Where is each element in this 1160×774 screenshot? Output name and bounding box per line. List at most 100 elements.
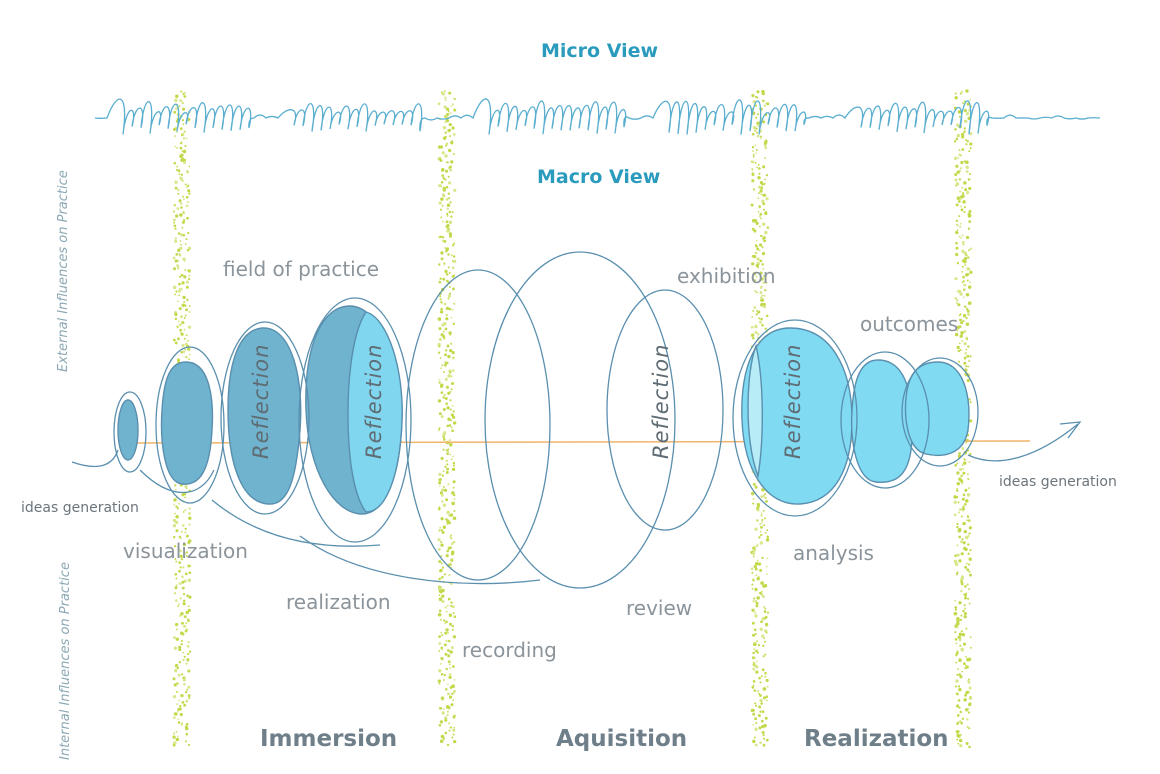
column-dot	[953, 140, 957, 143]
column-dot	[451, 103, 455, 106]
column-dot	[453, 108, 457, 112]
column-dot	[443, 488, 448, 492]
label-analysis: analysis	[793, 541, 874, 565]
column-dot	[752, 502, 755, 505]
column-dot	[172, 743, 176, 747]
column-dot	[178, 582, 182, 585]
column-dot	[440, 517, 444, 521]
column-dot	[956, 525, 959, 529]
column-dot	[758, 185, 762, 189]
column-dot	[956, 714, 960, 717]
label-exhibition: exhibition	[677, 264, 776, 288]
column-dot	[175, 737, 180, 742]
column-dot	[444, 327, 448, 331]
column-dot	[957, 527, 962, 532]
column-dot	[441, 151, 445, 155]
column-dot	[955, 123, 959, 127]
column-dot	[188, 743, 191, 747]
column-dot	[761, 617, 765, 621]
column-dot	[445, 107, 450, 111]
column-dot	[449, 536, 453, 540]
column-dot	[438, 427, 441, 430]
column-dot	[963, 257, 968, 261]
column-dot	[762, 696, 767, 700]
column-dot	[752, 651, 755, 655]
column-dot	[963, 181, 967, 185]
column-dot	[762, 236, 766, 240]
column-dot	[446, 604, 449, 607]
column-dot	[185, 732, 189, 736]
column-dot	[752, 125, 757, 130]
column-dot	[448, 369, 452, 373]
column-dot	[187, 608, 191, 612]
column-dot	[761, 634, 765, 638]
column-dot	[173, 716, 176, 719]
column-dot	[960, 578, 964, 582]
column-dot	[183, 95, 187, 98]
column-dot	[181, 303, 185, 308]
column-dot	[757, 210, 760, 213]
column-dot	[440, 734, 445, 739]
column-dot	[765, 631, 768, 634]
column-dot	[764, 607, 767, 610]
column-dot	[958, 467, 963, 471]
column-dot	[963, 206, 966, 209]
column-dot	[961, 186, 964, 189]
column-dot	[965, 627, 968, 630]
column-dot	[173, 203, 176, 207]
column-dot	[442, 525, 446, 529]
column-dot	[752, 188, 756, 191]
column-dot	[179, 323, 182, 327]
column-dot	[443, 679, 445, 681]
column-dot	[180, 350, 184, 354]
column-dot	[956, 722, 959, 725]
column-dot	[759, 189, 763, 193]
column-dot	[954, 178, 958, 182]
column-dot	[760, 533, 763, 537]
column-dot	[178, 502, 181, 505]
column-dot	[759, 681, 762, 684]
column-dot	[180, 90, 182, 93]
column-dot	[955, 164, 959, 168]
column-dot	[965, 165, 969, 169]
column-dot	[966, 139, 969, 143]
column-dot	[761, 556, 764, 560]
column-dot	[446, 467, 450, 471]
column-dot	[439, 662, 442, 665]
column-dot	[451, 308, 454, 311]
column-dot	[960, 582, 964, 586]
column-dot	[446, 314, 448, 317]
column-dot	[174, 293, 176, 296]
column-dot	[448, 123, 452, 127]
column-dot	[179, 537, 182, 539]
column-dot	[188, 507, 191, 510]
column-dot	[441, 594, 445, 598]
column-dot	[765, 500, 768, 503]
column-dot	[439, 310, 444, 314]
column-dot	[966, 272, 970, 276]
column-dot	[965, 365, 968, 368]
column-dot	[757, 562, 762, 566]
column-dot	[963, 502, 967, 506]
column-dot	[450, 426, 453, 429]
column-dot	[761, 246, 764, 249]
column-dot	[438, 263, 441, 266]
column-dot	[446, 452, 449, 455]
column-dot	[441, 566, 445, 569]
column-dot	[958, 601, 962, 605]
column-dot	[453, 242, 456, 245]
column-dot	[759, 627, 763, 631]
column-dot	[179, 328, 183, 332]
column-dot	[763, 517, 766, 520]
column-dot	[964, 547, 968, 552]
column-dot	[760, 302, 764, 307]
column-dot	[754, 567, 758, 571]
column-dot	[763, 144, 767, 148]
column-dot	[448, 91, 452, 95]
column-dot	[181, 320, 185, 325]
column-dot	[766, 611, 770, 614]
column-dot	[453, 509, 456, 512]
column-dot	[968, 220, 972, 223]
column-dot	[446, 207, 449, 210]
column-dot	[444, 377, 448, 381]
